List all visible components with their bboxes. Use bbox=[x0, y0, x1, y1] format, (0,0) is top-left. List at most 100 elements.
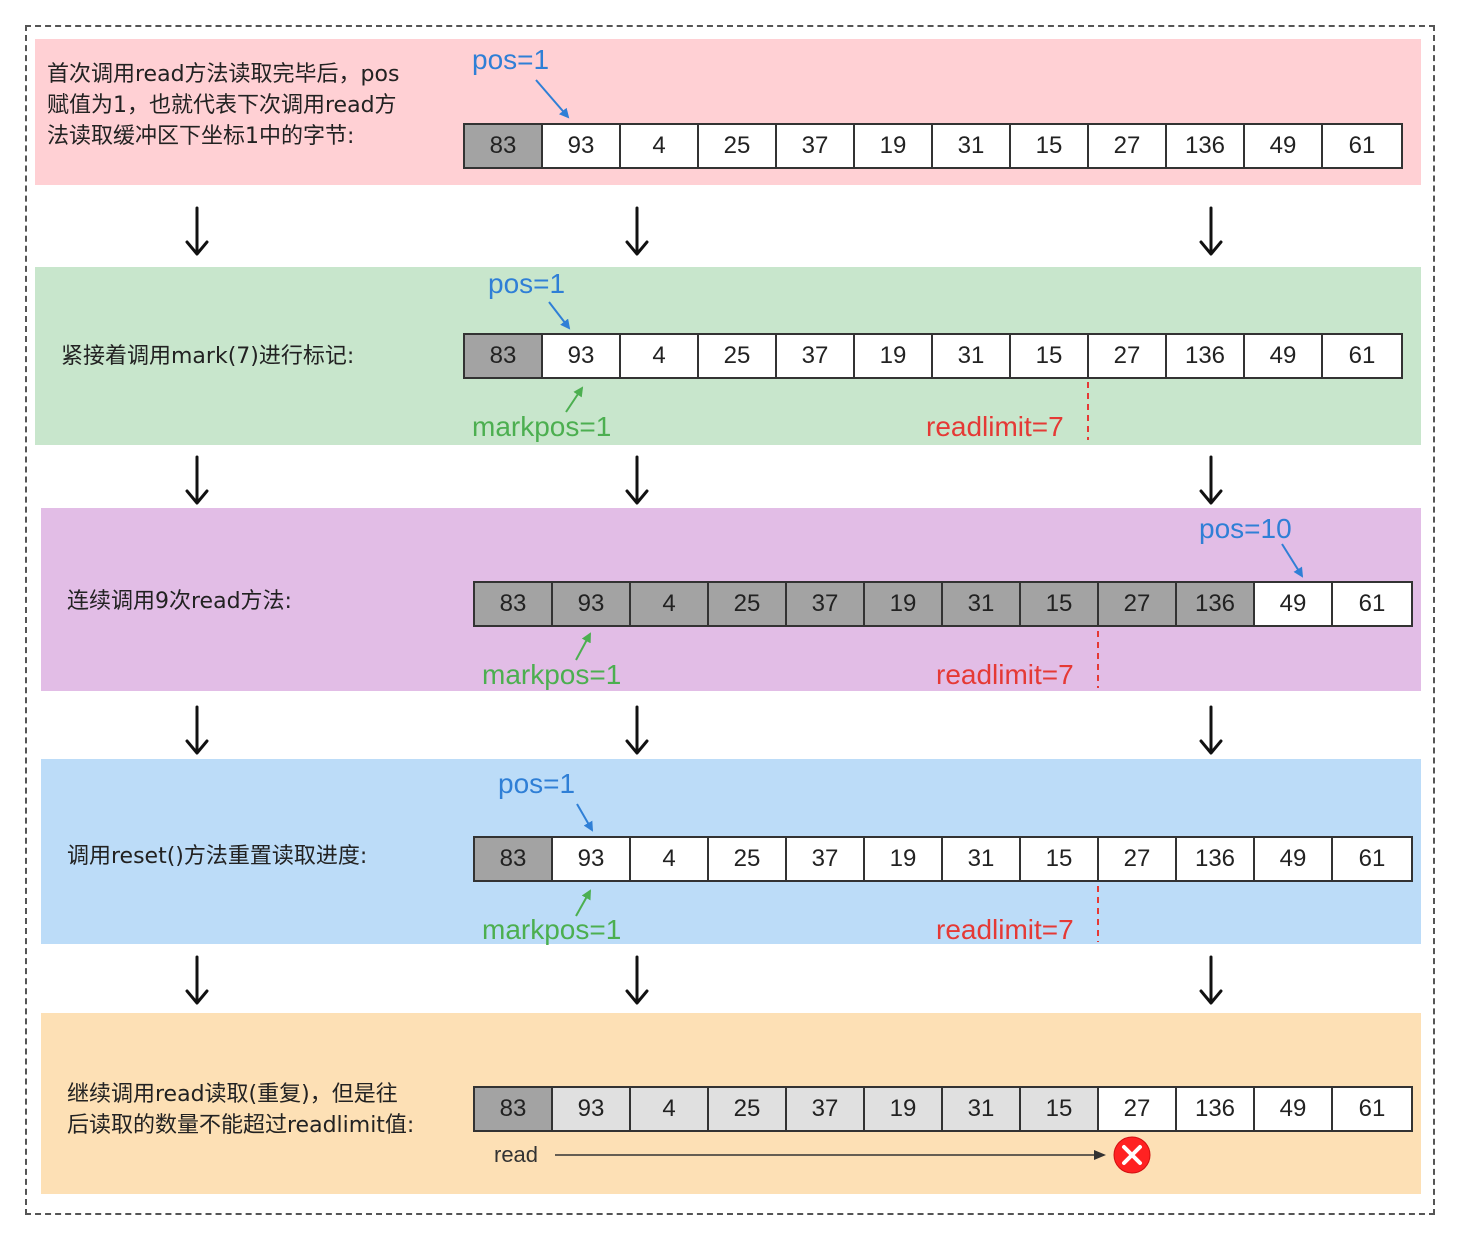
down-arrow-icon bbox=[625, 455, 649, 505]
step-1-description: 首次调用read方法读取完毕后，pos 赋值为1，也就代表下次调用read方 法… bbox=[47, 62, 400, 149]
step-1-panel: 首次调用read方法读取完毕后，pos 赋值为1，也就代表下次调用read方 法… bbox=[35, 39, 1421, 185]
buffer-cell: 136 bbox=[1177, 1088, 1255, 1130]
diagram-frame bbox=[25, 25, 1435, 1215]
step-2-markpos-label: markpos=1 bbox=[472, 411, 612, 442]
buffer-cell: 19 bbox=[865, 583, 943, 625]
buffer-cell: 15 bbox=[1021, 1088, 1099, 1130]
buffer-cell: 83 bbox=[475, 1088, 553, 1130]
buffer-cell: 83 bbox=[465, 125, 543, 167]
buffer-cell: 93 bbox=[543, 125, 621, 167]
buffer-cell: 27 bbox=[1089, 125, 1167, 167]
buffer-cell: 15 bbox=[1011, 335, 1089, 377]
buffer-cell: 25 bbox=[709, 838, 787, 880]
buffer-cell: 37 bbox=[777, 125, 855, 167]
buffer-cell: 4 bbox=[621, 335, 699, 377]
buffer-cell: 27 bbox=[1099, 838, 1177, 880]
buffer-cell: 4 bbox=[631, 838, 709, 880]
down-arrow-icon bbox=[1199, 705, 1223, 755]
buffer-cell: 61 bbox=[1333, 1088, 1411, 1130]
step-5-read-label: read bbox=[494, 1142, 539, 1167]
step-2-pos-label: pos=1 bbox=[488, 268, 566, 299]
step-5-panel: 继续调用read读取(重复)，但是往 后读取的数量不能超过readlimit值:… bbox=[41, 1013, 1421, 1194]
step-3-markpos-arrow bbox=[575, 632, 591, 661]
step-4-markpos-arrow bbox=[575, 889, 591, 917]
buffer-cell: 4 bbox=[631, 583, 709, 625]
buffer-cell: 4 bbox=[621, 125, 699, 167]
step-3-markpos-label: markpos=1 bbox=[482, 659, 622, 690]
step-4-markpos-label: markpos=1 bbox=[482, 914, 622, 945]
buffer-cell: 49 bbox=[1245, 335, 1323, 377]
buffer-cell: 31 bbox=[943, 583, 1021, 625]
step-3-description: 连续调用9次read方法: bbox=[67, 589, 292, 614]
buffer-cell: 93 bbox=[553, 1088, 631, 1130]
buffer-cell: 136 bbox=[1167, 125, 1245, 167]
step-2-markpos-arrow bbox=[565, 386, 584, 413]
step-3-pos-label: pos=10 bbox=[1199, 513, 1292, 544]
buffer-cell: 15 bbox=[1021, 838, 1099, 880]
down-arrow-icon bbox=[1199, 955, 1223, 1005]
buffer-cell: 61 bbox=[1333, 583, 1411, 625]
buffer-cell: 136 bbox=[1177, 583, 1255, 625]
buffer-cell: 25 bbox=[699, 125, 777, 167]
buffer-cell: 61 bbox=[1333, 838, 1411, 880]
buffer-cell: 49 bbox=[1255, 838, 1333, 880]
buffer-cell: 27 bbox=[1099, 1088, 1177, 1130]
buffer-cell: 4 bbox=[631, 1088, 709, 1130]
buffer-cell: 19 bbox=[855, 335, 933, 377]
step-4-readlimit-label: readlimit=7 bbox=[936, 914, 1074, 945]
down-arrow-icon bbox=[185, 705, 209, 755]
buffer-cell: 31 bbox=[933, 335, 1011, 377]
buffer-cell: 37 bbox=[787, 1088, 865, 1130]
buffer-cell: 15 bbox=[1021, 583, 1099, 625]
error-icon bbox=[1113, 1136, 1151, 1174]
step-2-description: 紧接着调用mark(7)进行标记: bbox=[61, 344, 355, 369]
down-arrow-icon bbox=[185, 206, 209, 256]
step-3-readlimit-label: readlimit=7 bbox=[936, 659, 1074, 690]
step-4-pos-label: pos=1 bbox=[498, 768, 576, 799]
buffer-cell: 25 bbox=[699, 335, 777, 377]
buffer-cell: 27 bbox=[1089, 335, 1167, 377]
buffer-cell: 93 bbox=[553, 838, 631, 880]
buffer-cell: 136 bbox=[1177, 838, 1255, 880]
buffer-cell: 93 bbox=[553, 583, 631, 625]
buffer-cell: 31 bbox=[943, 1088, 1021, 1130]
down-arrow-icon bbox=[185, 955, 209, 1005]
buffer-cell: 37 bbox=[777, 335, 855, 377]
down-arrow-icon bbox=[625, 955, 649, 1005]
step-4-description: 调用reset()方法重置读取进度: bbox=[67, 844, 368, 869]
buffer-cell: 37 bbox=[787, 583, 865, 625]
buffer-cell: 61 bbox=[1323, 125, 1401, 167]
buffer-cell: 49 bbox=[1255, 1088, 1333, 1130]
down-arrow-icon bbox=[185, 455, 209, 505]
step-2-readlimit-label: readlimit=7 bbox=[926, 411, 1064, 442]
step-1-pos-arrow bbox=[535, 79, 570, 119]
buffer-cell: 136 bbox=[1167, 335, 1245, 377]
buffer-cell: 27 bbox=[1099, 583, 1177, 625]
buffer-cell: 25 bbox=[709, 1088, 787, 1130]
buffer-cell: 19 bbox=[855, 125, 933, 167]
step-3-pos-arrow bbox=[1281, 543, 1304, 578]
down-arrow-icon bbox=[1199, 455, 1223, 505]
step-4-pos-arrow bbox=[576, 803, 593, 832]
buffer-cell: 93 bbox=[543, 335, 621, 377]
down-arrow-icon bbox=[625, 206, 649, 256]
down-arrow-icon bbox=[625, 705, 649, 755]
buffer-cell: 37 bbox=[787, 838, 865, 880]
step-1-pos-label: pos=1 bbox=[472, 44, 550, 75]
down-arrow-icon bbox=[1199, 206, 1223, 256]
buffer-cell: 83 bbox=[465, 335, 543, 377]
buffer-cell: 61 bbox=[1323, 335, 1401, 377]
buffer-cell: 25 bbox=[709, 583, 787, 625]
step-2-pos-arrow bbox=[548, 301, 571, 330]
step-5-description: 继续调用read读取(重复)，但是往 后读取的数量不能超过readlimit值: bbox=[67, 1082, 415, 1138]
buffer-cell: 19 bbox=[865, 1088, 943, 1130]
buffer-cell: 49 bbox=[1255, 583, 1333, 625]
